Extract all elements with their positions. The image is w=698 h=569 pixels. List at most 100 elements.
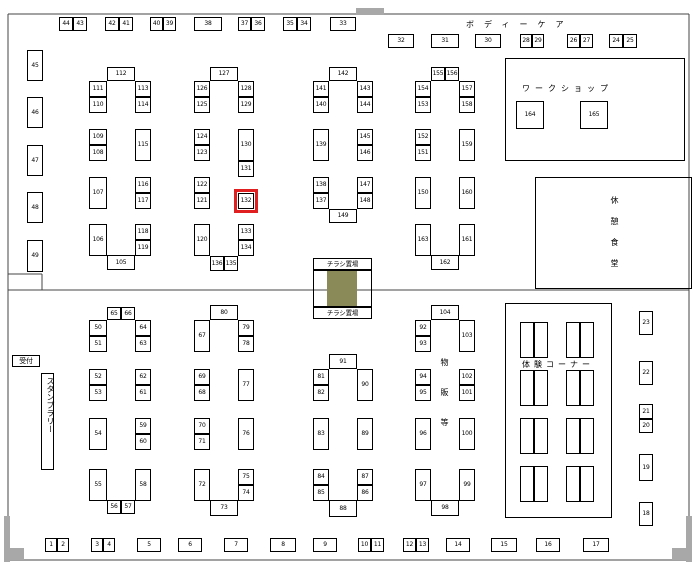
booth-78[interactable]: 78 bbox=[238, 336, 254, 352]
booth-156[interactable]: 156 bbox=[445, 67, 459, 81]
booth-116[interactable]: 116 bbox=[135, 177, 151, 193]
booth-15[interactable]: 15 bbox=[491, 538, 517, 552]
booth-125[interactable]: 125 bbox=[194, 97, 210, 113]
booth-161[interactable]: 161 bbox=[459, 224, 475, 256]
booth-26[interactable]: 26 bbox=[567, 34, 580, 48]
booth-124[interactable]: 124 bbox=[194, 129, 210, 145]
booth-8[interactable]: 8 bbox=[270, 538, 296, 552]
booth-114[interactable]: 114 bbox=[135, 97, 151, 113]
booth-120[interactable]: 120 bbox=[194, 224, 210, 256]
booth-82[interactable]: 82 bbox=[313, 385, 329, 401]
booth-35[interactable]: 35 bbox=[283, 17, 297, 31]
booth-141[interactable]: 141 bbox=[313, 81, 329, 97]
booth-98[interactable]: 98 bbox=[431, 500, 459, 516]
booth-136[interactable]: 136 bbox=[210, 256, 224, 271]
booth-67[interactable]: 67 bbox=[194, 320, 210, 352]
booth-138[interactable]: 138 bbox=[313, 177, 329, 193]
booth-54[interactable]: 54 bbox=[89, 418, 107, 450]
booth-73[interactable]: 73 bbox=[210, 500, 238, 516]
booth-24[interactable]: 24 bbox=[609, 34, 623, 48]
booth-155[interactable]: 155 bbox=[431, 67, 445, 81]
booth-133[interactable]: 133 bbox=[238, 224, 254, 240]
booth-36[interactable]: 36 bbox=[251, 17, 265, 31]
booth-80[interactable]: 80 bbox=[210, 305, 238, 320]
booth-40[interactable]: 40 bbox=[150, 17, 163, 31]
booth-121[interactable]: 121 bbox=[194, 193, 210, 209]
booth-131[interactable]: 131 bbox=[238, 161, 254, 177]
booth-37[interactable]: 37 bbox=[238, 17, 251, 31]
booth-21[interactable]: 21 bbox=[639, 404, 653, 419]
booth-79[interactable]: 79 bbox=[238, 320, 254, 336]
booth-31[interactable]: 31 bbox=[431, 34, 459, 48]
booth-150[interactable]: 150 bbox=[415, 177, 431, 209]
booth-61[interactable]: 61 bbox=[135, 385, 151, 401]
booth-97[interactable]: 97 bbox=[415, 469, 431, 501]
booth-134[interactable]: 134 bbox=[238, 240, 254, 256]
booth-71[interactable]: 71 bbox=[194, 434, 210, 450]
booth-112[interactable]: 112 bbox=[107, 67, 135, 81]
booth-29[interactable]: 29 bbox=[532, 34, 544, 48]
booth-49[interactable]: 49 bbox=[27, 240, 43, 272]
booth-100[interactable]: 100 bbox=[459, 418, 475, 450]
booth-145[interactable]: 145 bbox=[357, 129, 373, 145]
booth-43[interactable]: 43 bbox=[73, 17, 87, 31]
booth-94[interactable]: 94 bbox=[415, 369, 431, 385]
booth-101[interactable]: 101 bbox=[459, 385, 475, 401]
booth-16[interactable]: 16 bbox=[536, 538, 560, 552]
booth-9[interactable]: 9 bbox=[313, 538, 337, 552]
booth-66[interactable]: 66 bbox=[121, 307, 135, 320]
booth-10[interactable]: 10 bbox=[358, 538, 371, 552]
booth-163[interactable]: 163 bbox=[415, 224, 431, 256]
booth-4[interactable]: 4 bbox=[103, 538, 115, 552]
booth-96[interactable]: 96 bbox=[415, 418, 431, 450]
booth-92[interactable]: 92 bbox=[415, 320, 431, 336]
booth-23[interactable]: 23 bbox=[639, 311, 653, 335]
booth-90[interactable]: 90 bbox=[357, 369, 373, 401]
booth-81[interactable]: 81 bbox=[313, 369, 329, 385]
booth-76[interactable]: 76 bbox=[238, 418, 254, 450]
booth-151[interactable]: 151 bbox=[415, 145, 431, 161]
booth-17[interactable]: 17 bbox=[583, 538, 609, 552]
booth-3[interactable]: 3 bbox=[91, 538, 103, 552]
booth-59[interactable]: 59 bbox=[135, 418, 151, 434]
booth-143[interactable]: 143 bbox=[357, 81, 373, 97]
booth-53[interactable]: 53 bbox=[89, 385, 107, 401]
booth-159[interactable]: 159 bbox=[459, 129, 475, 161]
booth-102[interactable]: 102 bbox=[459, 369, 475, 385]
booth-83[interactable]: 83 bbox=[313, 418, 329, 450]
booth-135[interactable]: 135 bbox=[224, 256, 238, 271]
booth-157[interactable]: 157 bbox=[459, 81, 475, 97]
booth-162[interactable]: 162 bbox=[431, 255, 459, 270]
booth-144[interactable]: 144 bbox=[357, 97, 373, 113]
booth-25[interactable]: 25 bbox=[623, 34, 637, 48]
booth-57[interactable]: 57 bbox=[121, 500, 135, 514]
booth-51[interactable]: 51 bbox=[89, 336, 107, 352]
booth-87[interactable]: 87 bbox=[357, 469, 373, 485]
booth-32[interactable]: 32 bbox=[388, 34, 414, 48]
booth-149[interactable]: 149 bbox=[329, 209, 357, 223]
booth-13[interactable]: 13 bbox=[416, 538, 429, 552]
booth-154[interactable]: 154 bbox=[415, 81, 431, 97]
booth-33[interactable]: 33 bbox=[330, 17, 356, 31]
booth-140[interactable]: 140 bbox=[313, 97, 329, 113]
booth-50[interactable]: 50 bbox=[89, 320, 107, 336]
booth-86[interactable]: 86 bbox=[357, 485, 373, 501]
booth-130[interactable]: 130 bbox=[238, 129, 254, 161]
booth-72[interactable]: 72 bbox=[194, 469, 210, 501]
booth-142[interactable]: 142 bbox=[329, 67, 357, 81]
booth-63[interactable]: 63 bbox=[135, 336, 151, 352]
booth-62[interactable]: 62 bbox=[135, 369, 151, 385]
booth-68[interactable]: 68 bbox=[194, 385, 210, 401]
booth-69[interactable]: 69 bbox=[194, 369, 210, 385]
booth-123[interactable]: 123 bbox=[194, 145, 210, 161]
booth-75[interactable]: 75 bbox=[238, 469, 254, 485]
booth-164[interactable]: 164 bbox=[516, 101, 544, 129]
booth-11[interactable]: 11 bbox=[371, 538, 384, 552]
booth-119[interactable]: 119 bbox=[135, 240, 151, 256]
booth-14[interactable]: 14 bbox=[446, 538, 470, 552]
booth-139[interactable]: 139 bbox=[313, 129, 329, 161]
booth-93[interactable]: 93 bbox=[415, 336, 431, 352]
booth-7[interactable]: 7 bbox=[224, 538, 248, 552]
booth-41[interactable]: 41 bbox=[119, 17, 133, 31]
booth-58[interactable]: 58 bbox=[135, 469, 151, 501]
